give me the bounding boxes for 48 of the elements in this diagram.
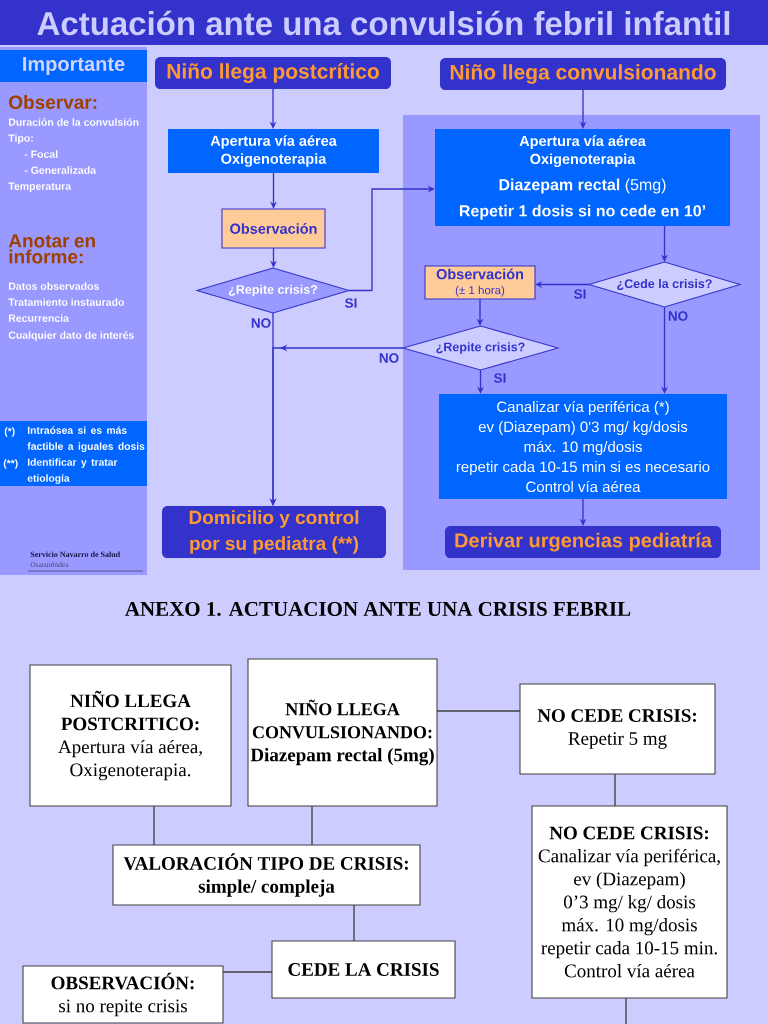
section-title: ANEXO 1. ACTUACION ANTE UNA CRISIS FEBRIL	[125, 601, 631, 617]
edge-label: NO	[379, 353, 399, 363]
observation-box: Observación	[221, 208, 326, 249]
footnote-marker: (*)	[4, 427, 15, 437]
connector-line	[153, 805, 155, 846]
note-text: Recurrencia	[9, 314, 70, 322]
note-text: Tratamiento instaurado	[8, 298, 124, 306]
start-box: Niño llega convulsionando	[440, 58, 726, 90]
step-box: NO CEDE CRISIS: Canalizar vía periférica, ev (Diazepam) 0’3 mg/ kg/ dosis máx. 10 mg/dosis repetir cada 10-15 min. Control vía aérea	[531, 805, 728, 999]
step-box: VALORACIÓN TIPO DE CRISIS: simple/ compleja	[112, 844, 421, 906]
note-text: - Generalizada	[24, 166, 97, 174]
step-box: NIÑO LLEGA POSTCRITICO: Apertura vía aérea, Oxigenoterapia.	[29, 664, 232, 807]
observation-box: Observación (± 1 hora)	[424, 265, 536, 300]
note-text: Cualquier dato de interés	[8, 331, 134, 341]
connector-line	[222, 971, 273, 973]
step-box: NO CEDE CRISIS: Repetir 5 mg	[519, 683, 716, 775]
section-heading: Anotar en informe:	[8, 234, 95, 264]
process-box: Apertura vía aérea Oxigenoterapia Diazepam rectal (5mg) Repetir 1 dosis si no cede en 10’	[435, 129, 730, 226]
connector-line	[353, 904, 355, 942]
footnote-text: Intraósea si es más factible a iguales dosis	[27, 426, 145, 452]
organization-name: Servicio Navarro de Salud	[30, 551, 121, 558]
header-band: Importante	[0, 50, 147, 82]
note-text: Tipo:	[8, 134, 33, 144]
connector-line	[311, 805, 313, 846]
footnote-marker: (**)	[3, 459, 18, 469]
start-box: Niño llega postcrítico	[155, 57, 391, 89]
footnote-text: Identificar y tratar etiología	[27, 458, 118, 484]
step-box: CEDE LA CRISIS	[271, 940, 456, 999]
end-box: Domicilio y control por su pediatra (**)	[162, 506, 386, 558]
arrow	[348, 185, 435, 292]
edge-label: NO	[668, 311, 688, 321]
process-box: Apertura vía aérea Oxigenoterapia	[168, 129, 379, 173]
connector-line	[625, 997, 627, 1024]
note-text: - Focal	[24, 150, 58, 158]
title-banner: Actuación ante una convulsión febril infantil	[0, 0, 768, 45]
note-text: Datos observados	[9, 282, 99, 290]
step-box: OBSERVACIÓN: si no repite crisis	[22, 965, 224, 1024]
edge-label: NO	[251, 318, 271, 328]
step-box: NIÑO LLEGA CONVULSIONANDO: Diazepam rectal (5mg)	[247, 658, 438, 807]
end-box: Derivar urgencias pediatría	[445, 526, 721, 558]
connector-line	[436, 710, 521, 712]
note-text: Temperatura	[8, 182, 72, 192]
connector-line	[614, 773, 616, 807]
edge-label: SI	[574, 289, 586, 299]
edge-label: SI	[494, 373, 506, 383]
process-box: Canalizar vía periférica (*) ev (Diazepam) 0'3 mg/ kg/dosis máx. 10 mg/dosis repetir cada 10-15 min si es necesario Control vía aérea	[439, 394, 727, 499]
section-heading: Observar:	[9, 95, 97, 110]
note-text: Duración de la convulsión	[9, 118, 139, 126]
